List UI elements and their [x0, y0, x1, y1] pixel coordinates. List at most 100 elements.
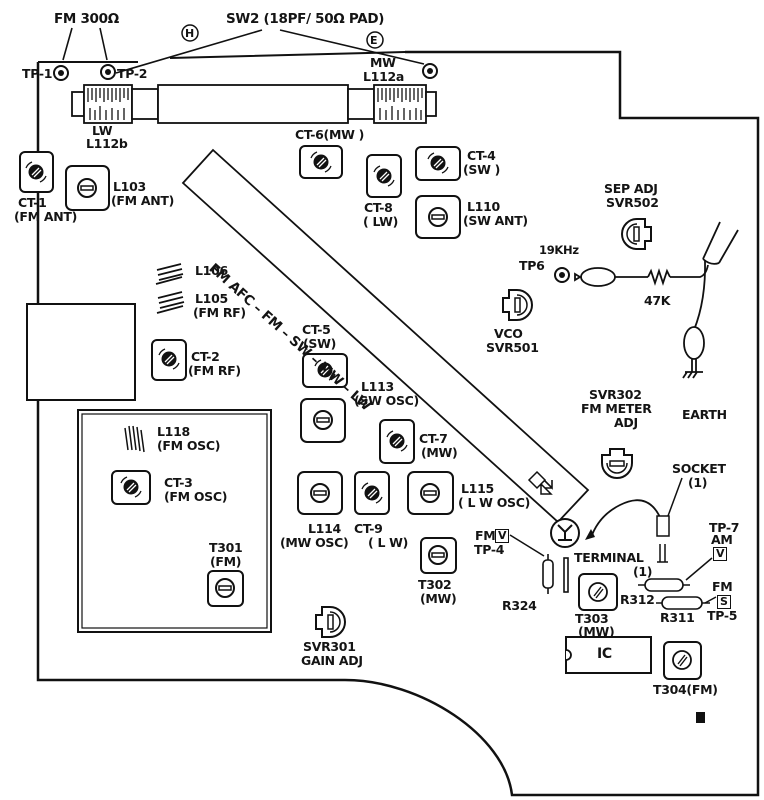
l103-sub: (FM ANT) — [111, 193, 175, 208]
t303-coil — [578, 573, 618, 611]
t302-sub: (MW) — [420, 591, 457, 606]
ic-chip — [565, 636, 652, 674]
tp4-label: TP-4 — [474, 542, 505, 557]
l115-label: L115 — [461, 481, 494, 496]
svr301-sub: GAIN ADJ — [301, 653, 363, 668]
tp7-label: TP-7 — [709, 520, 740, 535]
shield-box-small — [26, 303, 136, 401]
l118-coil — [124, 425, 145, 453]
terminal-label: TERMINAL — [574, 550, 644, 565]
ic-label: IC — [597, 646, 612, 662]
l112b-label: L112b — [86, 136, 128, 151]
t302-label: T302 — [418, 577, 452, 592]
mw-label: MW — [370, 55, 396, 70]
t304-label: T304(FM) — [653, 682, 718, 697]
tp6-freq: 19KHz — [539, 243, 579, 257]
r47k-label: 47K — [644, 293, 671, 308]
l114-coil — [297, 471, 343, 515]
socket-pointer — [667, 477, 683, 517]
svr302-label: SVR302 — [589, 387, 642, 402]
tp7-pointer — [685, 557, 713, 581]
t301-coil — [207, 570, 244, 607]
lw-label: LW — [92, 123, 113, 138]
e-mark: E — [370, 34, 378, 47]
l118-label: L118 — [157, 424, 190, 439]
tp1-label: TP-1 — [22, 66, 53, 81]
sep-adj-label: SEP ADJ — [604, 181, 658, 196]
ct1-trimmer — [19, 151, 54, 193]
ct6-label: CT-6(MW ) — [295, 127, 365, 142]
l103-label: L103 — [113, 179, 146, 194]
tp4-v-box: V — [495, 528, 510, 543]
board-outline — [36, 50, 760, 797]
tp5-label: TP-5 — [707, 608, 738, 623]
r312-label: R312 — [620, 592, 655, 607]
l113-sub: (SW OSC) — [354, 393, 419, 408]
ct3-label: CT-3 — [164, 475, 193, 490]
ct4-label: CT-4 — [467, 148, 496, 163]
l105-sub: (FM RF) — [193, 305, 246, 320]
tp2-label: TP-2 — [117, 66, 148, 81]
ct2-sub: (FM RF) — [188, 363, 241, 378]
fm-300-label: FM 300Ω — [54, 11, 119, 27]
svr501-label: SVR501 — [486, 340, 539, 355]
svr502-pot — [621, 218, 652, 250]
earth-label: EARTH — [682, 407, 727, 422]
mw-point — [422, 63, 438, 79]
socket-sub: (1) — [688, 475, 708, 490]
r311-label: R311 — [660, 610, 695, 625]
ct1-sub: (FM ANT) — [14, 209, 78, 224]
ct3-trimmer — [111, 470, 151, 505]
socket-connector — [656, 515, 670, 537]
l110-label: L110 — [467, 199, 500, 214]
ct7-sub: (MW) — [421, 445, 458, 460]
h-mark: H — [185, 27, 194, 40]
l110-coil — [415, 195, 461, 239]
tp6-point — [554, 267, 570, 283]
l113-label: L113 — [361, 379, 394, 394]
tp4-fm: FM — [475, 528, 496, 543]
svr502-label: SVR502 — [606, 195, 659, 210]
l118-sub: (FM OSC) — [157, 438, 221, 453]
l105-label: L105 — [195, 291, 228, 306]
socket-wire — [591, 499, 663, 536]
ct9-trimmer — [354, 471, 390, 515]
l115-sub: ( L W OSC) — [458, 495, 531, 510]
ct6-trimmer — [299, 145, 343, 179]
vco-label: VCO — [494, 326, 523, 341]
tp5-fm: FM — [712, 579, 733, 594]
board-marker — [696, 712, 705, 723]
resistor-47k-icon — [647, 268, 671, 286]
svr302-pot — [601, 448, 633, 479]
t304-coil — [663, 641, 702, 680]
tp7-v-box: V — [713, 546, 728, 561]
tp5-pointer — [704, 596, 717, 604]
tp4-pointer — [509, 534, 545, 557]
ct8-trimmer — [366, 154, 402, 198]
ct7-trimmer — [379, 419, 415, 464]
r311-resistor — [656, 596, 710, 610]
transistor-terminal — [550, 518, 580, 548]
ct4-sub: (SW ) — [463, 162, 501, 177]
ct3-sub: (FM OSC) — [164, 489, 228, 504]
t303-sub: (MW) — [578, 624, 615, 639]
svr301-pot — [315, 606, 346, 638]
terminal-screw — [657, 544, 668, 563]
svr301-label: SVR301 — [303, 639, 356, 654]
svr302-sub1: FM METER — [581, 401, 652, 416]
r324-label: R324 — [502, 598, 537, 613]
t302-coil — [420, 537, 457, 574]
sw2-pointer-lines — [62, 27, 425, 74]
ct2-trimmer — [151, 339, 187, 381]
ct5-sub: (SW) — [303, 336, 337, 351]
tp6-label: TP6 — [519, 258, 545, 273]
l115-coil — [407, 471, 454, 515]
ct8-label: CT-8 — [364, 200, 393, 215]
l106-label: L106 — [195, 263, 228, 278]
l114-sub: (MW OSC) — [280, 535, 349, 550]
fm-osc-shield — [77, 409, 272, 633]
ferrite-antenna — [71, 84, 437, 124]
l113-coil — [300, 398, 346, 443]
svr501-pot — [502, 289, 533, 321]
